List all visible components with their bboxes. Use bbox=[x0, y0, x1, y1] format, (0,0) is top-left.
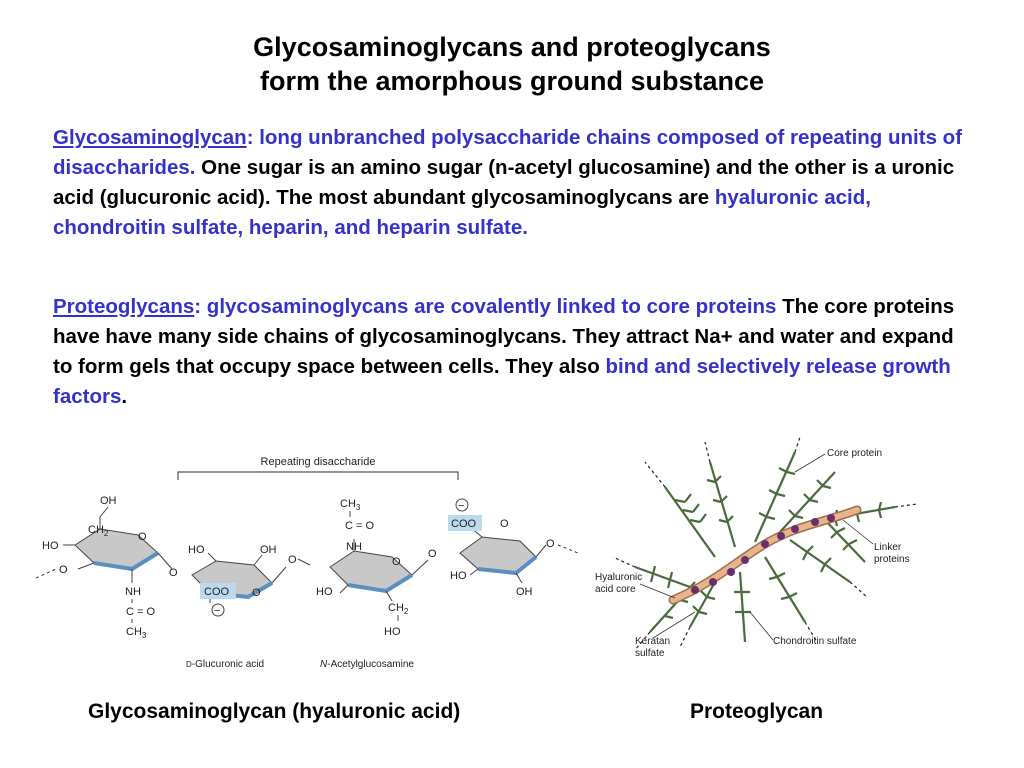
svg-text:CH2: CH2 bbox=[388, 602, 409, 616]
hyaluronic-acid-structure: Repeating disaccharide OH CH2 HO O O NH … bbox=[35, 456, 579, 670]
svg-text:HO: HO bbox=[42, 540, 59, 552]
svg-text:HO: HO bbox=[188, 544, 205, 556]
svg-text:OH: OH bbox=[260, 544, 277, 556]
svg-text:CH3: CH3 bbox=[126, 626, 147, 640]
paragraph-end-period: . bbox=[121, 385, 128, 408]
label-hyaluronic-1: Hyaluronic bbox=[595, 572, 642, 583]
ring-4-glucuronic-acid: O − COO O HO OH O bbox=[428, 498, 555, 598]
svg-text:C = O: C = O bbox=[345, 520, 375, 532]
slide-title: Glycosaminoglycans and proteoglycans for… bbox=[0, 30, 1024, 98]
ring-1-nag: OH CH2 HO O O NH C = O CH3 bbox=[42, 495, 173, 640]
ring-3-nag: O CH3 C = O NH HO O CH2 HO bbox=[288, 498, 429, 638]
svg-text:O: O bbox=[59, 564, 68, 576]
paragraph-proteoglycans: Proteoglycans: glycosaminoglycans are co… bbox=[53, 292, 973, 412]
ring-2-glucuronic-acid: O HO OH O COO − bbox=[169, 544, 287, 617]
svg-text:NH: NH bbox=[346, 541, 362, 553]
highlight-growth-factors: bind and selectively release growth fact… bbox=[53, 355, 951, 408]
definition-glycosaminoglycan: : long unbranched polysaccharide chains … bbox=[53, 126, 963, 179]
title-line-2: form the amorphous ground substance bbox=[259, 66, 765, 96]
svg-text:O: O bbox=[169, 567, 178, 579]
highlight-glycosaminoglycan-list: hyaluronic acid, chondroitin sulfate, he… bbox=[53, 186, 871, 239]
svg-text:OH: OH bbox=[100, 495, 117, 507]
svg-text:O: O bbox=[138, 531, 147, 543]
svg-text:−: − bbox=[214, 605, 220, 617]
label-chondroitin-sulfate: Chondroitin sulfate bbox=[773, 636, 857, 647]
svg-text:CH2: CH2 bbox=[88, 524, 109, 538]
label-n-acetylglucosamine: N-Acetylglucosamine bbox=[320, 659, 414, 670]
extension-arrows bbox=[612, 436, 918, 651]
svg-text:HO: HO bbox=[450, 570, 467, 582]
chain-end-right bbox=[557, 544, 579, 554]
svg-text:COO: COO bbox=[204, 586, 230, 598]
svg-text:O: O bbox=[252, 587, 261, 599]
label-linker-proteins-1: Linker bbox=[874, 542, 902, 553]
repeating-disaccharide-bracket bbox=[177, 471, 459, 480]
label-hyaluronic-2: acid core bbox=[595, 584, 636, 595]
label-leader-lines bbox=[639, 453, 874, 641]
svg-text:OH: OH bbox=[516, 586, 533, 598]
svg-text:O: O bbox=[392, 556, 401, 568]
proteoglycan-illustration: Core protein Linker proteins Hyaluronic … bbox=[595, 436, 918, 659]
paragraph-glycosaminoglycan: Glycosaminoglycan: long unbranched polys… bbox=[53, 123, 973, 243]
caption-glycosaminoglycan: Glycosaminoglycan (hyaluronic acid) bbox=[88, 700, 461, 723]
svg-text:NH: NH bbox=[125, 586, 141, 598]
caption-proteoglycan: Proteoglycan bbox=[690, 700, 824, 723]
body-text-glycosaminoglycan: One sugar is an amino sugar (n-acetyl gl… bbox=[53, 156, 955, 209]
chain-end-left bbox=[35, 568, 57, 579]
svg-text:O: O bbox=[428, 548, 437, 560]
label-keratan-1: Keratan bbox=[635, 636, 670, 647]
body-text-proteoglycans: The core proteins have have many side ch… bbox=[53, 295, 955, 378]
chondroitin-side-chains bbox=[634, 451, 896, 643]
label-glucuronic-acid: D-Glucuronic acid bbox=[186, 659, 264, 670]
svg-text:O: O bbox=[500, 518, 509, 530]
label-keratan-2: sulfate bbox=[635, 648, 665, 659]
label-linker-proteins-2: proteins bbox=[874, 554, 910, 565]
linker-protein-dots bbox=[691, 514, 835, 594]
svg-text:C = O: C = O bbox=[126, 606, 156, 618]
repeating-disaccharide-label: Repeating disaccharide bbox=[261, 456, 376, 468]
term-glycosaminoglycan: Glycosaminoglycan bbox=[53, 126, 247, 149]
svg-text:HO: HO bbox=[316, 586, 333, 598]
term-proteoglycans: Proteoglycans bbox=[53, 295, 195, 318]
svg-text:HO: HO bbox=[384, 626, 401, 638]
svg-text:−: − bbox=[458, 500, 464, 512]
svg-text:COO: COO bbox=[451, 518, 477, 530]
title-line-1: Glycosaminoglycans and proteoglycans bbox=[253, 32, 771, 62]
label-core-protein: Core protein bbox=[827, 448, 882, 459]
definition-proteoglycans: : glycosaminoglycans are covalently link… bbox=[194, 295, 777, 318]
svg-text:CH3: CH3 bbox=[340, 498, 361, 512]
svg-text:O: O bbox=[288, 554, 297, 566]
svg-text:O: O bbox=[546, 538, 555, 550]
